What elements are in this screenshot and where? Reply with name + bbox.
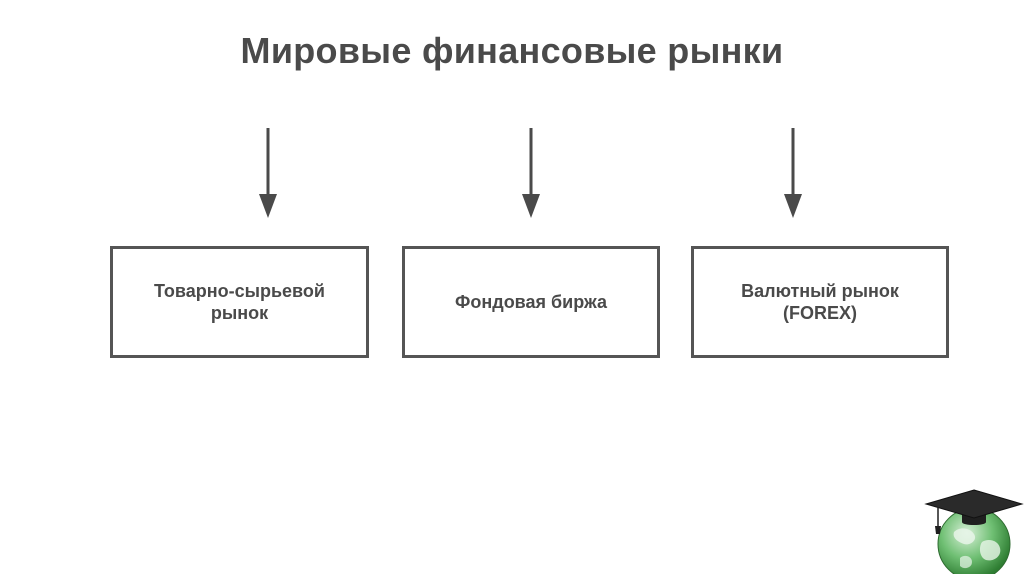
arrow-down-icon — [522, 128, 540, 218]
arrow-down-icon — [259, 128, 277, 218]
box-label: Валютный рынок (FOREX) — [741, 281, 899, 323]
arrow-down-icon — [784, 128, 802, 218]
graduation-cap-globe-icon — [924, 489, 1024, 574]
box-label: Товарно-сырьевой рынок — [154, 281, 325, 323]
box-label: Фондовая биржа — [455, 292, 607, 312]
box-currency-market: Валютный рынок (FOREX) — [691, 246, 949, 358]
page-title: Мировые финансовые рынки — [240, 30, 784, 71]
box-stock-exchange: Фондовая биржа — [402, 246, 660, 358]
box-commodity-market: Товарно-сырьевой рынок — [110, 246, 369, 358]
